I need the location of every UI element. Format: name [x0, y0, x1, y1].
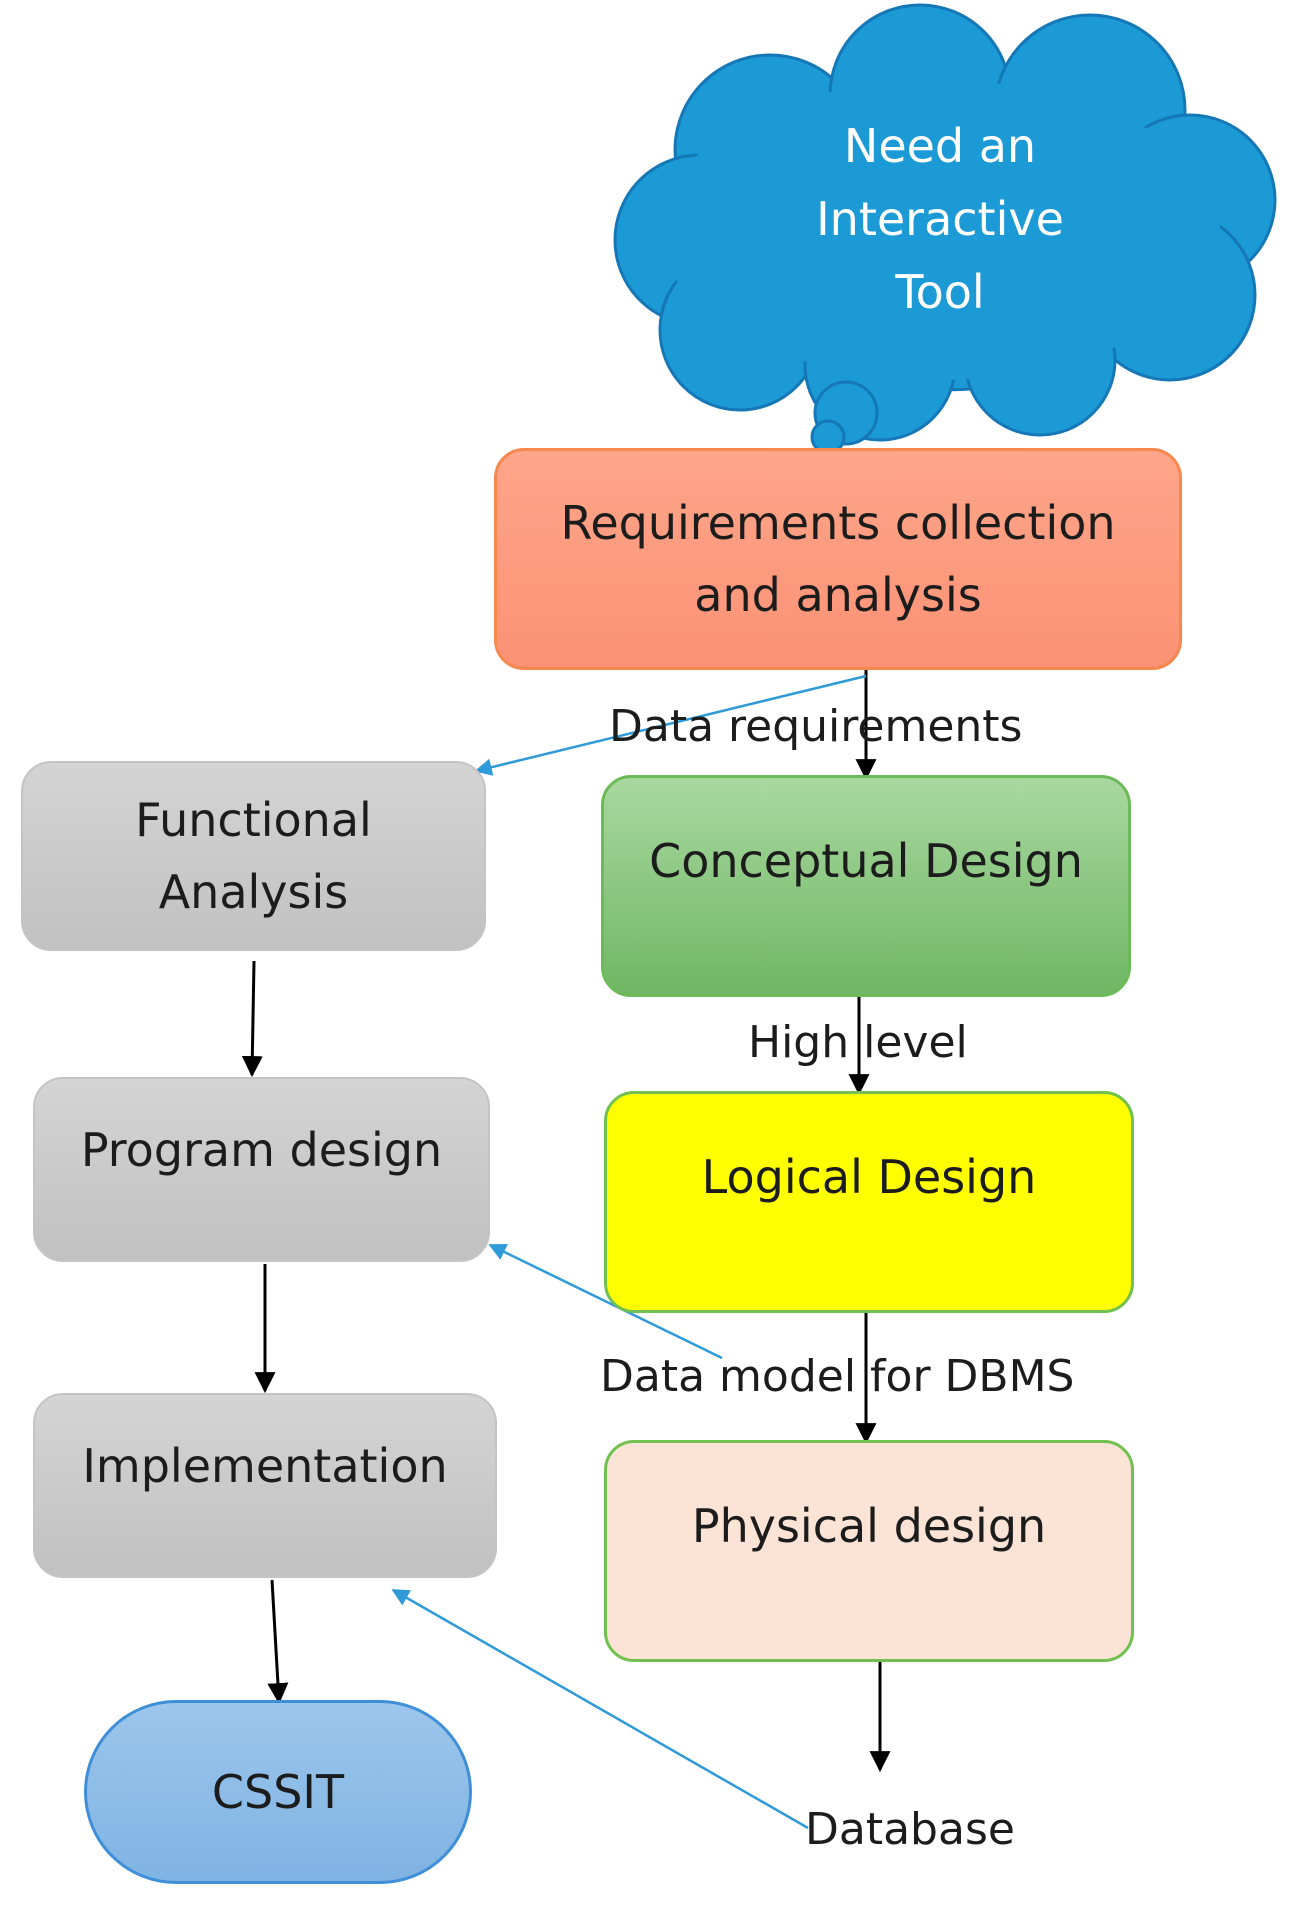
requirements-line-1: Requirements collection [560, 496, 1116, 550]
arrow-datamodel-to-program [488, 1243, 723, 1360]
conceptual-design-box: Conceptual Design [601, 775, 1131, 997]
cloud-line-1: Need an [843, 119, 1037, 173]
requirements-line-2: and analysis [694, 568, 982, 622]
functional-line-2: Analysis [158, 865, 349, 919]
cssit-label: CSSIT [211, 1765, 345, 1819]
arrow-implementation-to-cssit [267, 1579, 289, 1705]
cloud-line-3: Tool [895, 265, 985, 319]
data-requirements-label: Data requirements [609, 701, 1023, 752]
database-label: Database [805, 1804, 1015, 1855]
functional-analysis-box: Functional Analysis [21, 761, 486, 951]
logical-design-label: Logical Design [701, 1150, 1037, 1204]
cssit-terminal: CSSIT [84, 1700, 472, 1884]
requirements-box: Requirements collection and analysis [494, 448, 1182, 670]
data-model-label: Data model for DBMS [600, 1351, 1075, 1402]
program-design-box: Program design [33, 1077, 490, 1262]
arrow-functional-to-program [241, 960, 263, 1078]
implementation-label: Implementation [82, 1438, 448, 1493]
program-design-label: Program design [80, 1122, 443, 1177]
high-level-label: High level [748, 1017, 968, 1068]
cloud-line-2: Interactive [816, 192, 1064, 246]
logical-design-box: Logical Design [604, 1091, 1134, 1313]
arrow-req-to-functional [474, 674, 867, 776]
physical-design-box: Physical design [604, 1440, 1134, 1662]
cloud-label: Need an Interactive Tool [780, 110, 1100, 329]
physical-design-label: Physical design [691, 1499, 1047, 1553]
implementation-box: Implementation [33, 1393, 497, 1578]
arrow-database-to-implementation [391, 1588, 809, 1830]
functional-line-1: Functional [135, 793, 372, 847]
conceptual-design-label: Conceptual Design [649, 834, 1083, 888]
